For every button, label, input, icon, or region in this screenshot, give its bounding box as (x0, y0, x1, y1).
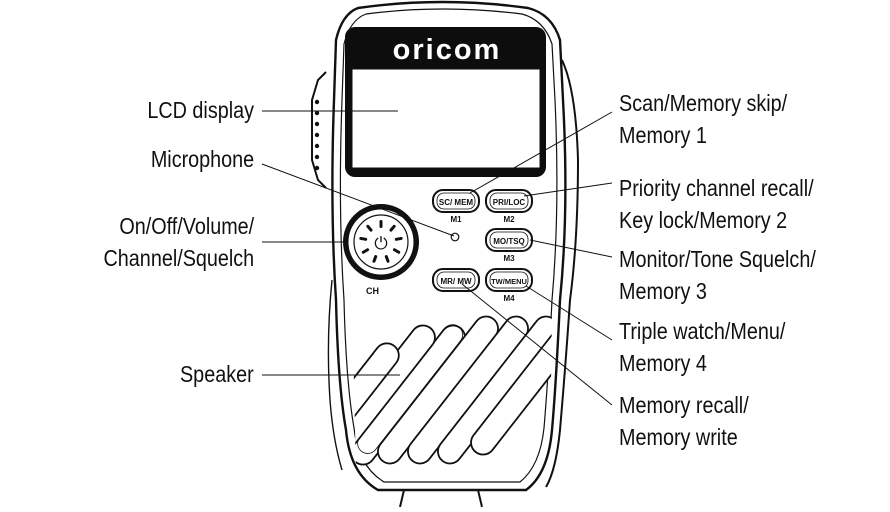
brand-logo: oricom (393, 34, 502, 66)
knob-grip-notches (359, 220, 403, 263)
control-knob[interactable]: ⏻ (343, 204, 419, 280)
ptt-grip-dots (314, 99, 320, 171)
sc-mem-button-label: SC/ MEM (439, 198, 474, 207)
label-microphone-text: Microphone (150, 146, 254, 172)
right-side-ridge (545, 59, 580, 488)
label-triple-watch-line2: Memory 4 (619, 350, 707, 376)
mo-tsq-button-label: MO/TSQ (493, 237, 525, 246)
label-memory-recall-line1: Memory recall/ (619, 392, 749, 418)
label-triple-watch-line1: Triple watch/Menu/ (619, 318, 786, 344)
label-memory-recall: Memory recall/ Memory write (619, 389, 749, 453)
microphone-hole (450, 232, 460, 242)
m1-mark: M1 (450, 215, 462, 224)
leader-memory-recall (461, 283, 613, 406)
label-priority-channel-line2: Key lock/Memory 2 (619, 207, 788, 233)
tw-menu-button-label: TW/MENU (491, 277, 527, 286)
label-lcd-display-text: LCD display (147, 97, 254, 123)
power-icon: ⏻ (374, 234, 388, 253)
m3-mark: M3 (503, 254, 515, 263)
label-monitor-tone-line2: Memory 3 (619, 278, 707, 304)
left-side-lower-ridge (327, 279, 343, 471)
mo-tsq-button[interactable]: MO/TSQ (485, 228, 533, 252)
label-microphone: Microphone (151, 143, 254, 175)
leader-microphone (261, 163, 455, 237)
knob-ch-mark: CH (366, 286, 379, 296)
label-on-off-volume-line1: On/Off/Volume/ (119, 213, 254, 239)
label-triple-watch: Triple watch/Menu/ Memory 4 (619, 315, 785, 379)
radio-body-inner-outline (339, 8, 558, 483)
label-scan-memory-line1: Scan/Memory skip/ (619, 90, 788, 116)
leader-scan (469, 111, 613, 194)
speaker-grille (352, 314, 552, 468)
label-priority-channel: Priority channel recall/ Key lock/Memory… (619, 172, 814, 236)
label-scan-memory: Scan/Memory skip/ Memory 1 (619, 87, 787, 151)
pri-loc-button[interactable]: PRI/LOC (485, 189, 533, 213)
pri-loc-button-label: PRI/LOC (493, 198, 526, 207)
label-monitor-tone: Monitor/Tone Squelch/ Memory 3 (619, 243, 816, 307)
leader-monitor (529, 239, 613, 258)
leader-triple (525, 285, 613, 341)
label-speaker: Speaker (180, 358, 254, 390)
label-speaker-text: Speaker (180, 361, 254, 387)
m2-mark: M2 (503, 215, 515, 224)
tw-menu-button[interactable]: TW/MENU (485, 268, 533, 292)
label-on-off-volume-line2: Channel/Squelch (103, 245, 254, 271)
cable (399, 489, 483, 508)
label-on-off-volume: On/Off/Volume/ Channel/Squelch (103, 210, 254, 274)
label-priority-channel-line1: Priority channel recall/ (619, 175, 814, 201)
lcd-screen (351, 68, 541, 169)
m4-mark: M4 (503, 294, 515, 303)
label-scan-memory-line2: Memory 1 (619, 122, 707, 148)
leader-lines (261, 110, 613, 406)
mr-mw-button-label: MR/ MW (440, 277, 472, 286)
label-memory-recall-line2: Memory write (619, 424, 738, 450)
mr-mw-button[interactable]: MR/ MW (432, 268, 480, 292)
label-monitor-tone-line1: Monitor/Tone Squelch/ (619, 246, 816, 272)
ptt-side-key (311, 71, 327, 189)
label-lcd-display: LCD display (147, 94, 254, 126)
sc-mem-button[interactable]: SC/ MEM (432, 189, 480, 213)
leader-priority (523, 182, 613, 197)
